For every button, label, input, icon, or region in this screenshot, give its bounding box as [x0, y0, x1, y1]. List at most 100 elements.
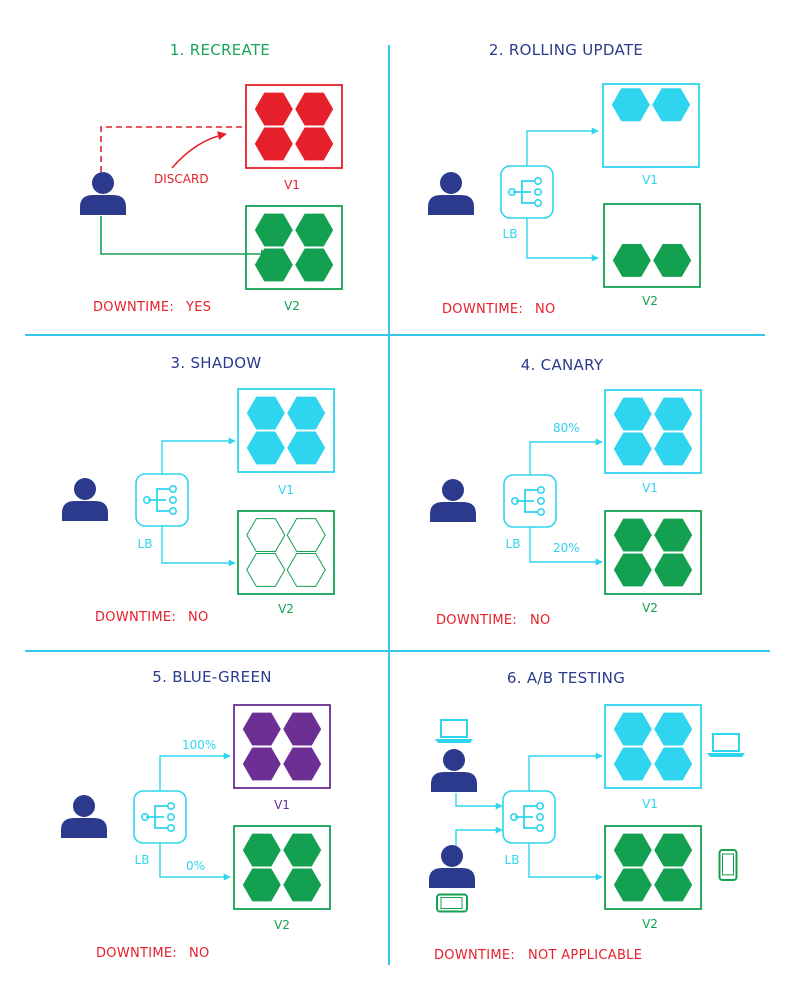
- downtime-label: DOWNTIME:: [436, 613, 517, 628]
- v1-label: V1: [284, 178, 300, 192]
- hexagon-server-icon: [254, 127, 293, 161]
- downtime-value: YES: [185, 300, 211, 315]
- discard-arrow: [171, 131, 227, 169]
- hexagon-server-icon: [246, 431, 285, 465]
- hexagon-server-icon: [283, 712, 322, 746]
- route-user1-to-lb: [455, 793, 503, 810]
- discard-route: [100, 126, 246, 172]
- route-to-v2: [159, 843, 231, 881]
- v1-label: V1: [642, 173, 658, 187]
- panel-recreate: 1. RECREATE DISCARD V1 V2 DOWNTIME: YES: [80, 41, 343, 315]
- panel-rolling-update: 2. ROLLING UPDATE LB V1 V2 DOWNTIME: NO: [428, 41, 701, 317]
- lb-label: LB: [505, 853, 520, 867]
- panel-title: 2. ROLLING UPDATE: [489, 41, 643, 59]
- hexagon-server-icon: [652, 88, 691, 122]
- v1-traffic-label: 80%: [553, 421, 580, 435]
- user-icon: [429, 845, 475, 888]
- hexagon-server-icon: [242, 868, 281, 902]
- grid-dividers: [25, 45, 770, 965]
- hexagon-server-icon: [286, 518, 326, 552]
- hexagon-server-icon: [242, 712, 281, 746]
- laptop-icon: [707, 733, 745, 757]
- v2-traffic-label: 20%: [553, 541, 580, 555]
- hexagon-server-icon: [287, 396, 326, 430]
- downtime-value: NO: [535, 302, 556, 317]
- lb-label: LB: [138, 537, 153, 551]
- laptop-icon: [435, 719, 473, 743]
- panel-title: 4. CANARY: [521, 356, 604, 374]
- phone-icon: [436, 893, 468, 913]
- load-balancer-icon: [502, 790, 556, 844]
- hexagon-server-icon: [613, 518, 652, 552]
- downtime-label: DOWNTIME:: [93, 300, 174, 315]
- hexagon-server-icon: [613, 833, 652, 867]
- v2-label: V2: [642, 601, 658, 615]
- user-icon: [431, 749, 477, 792]
- hexagon-server-icon: [654, 518, 693, 552]
- user-icon: [61, 795, 107, 838]
- user-icon: [62, 478, 108, 521]
- downtime-value: NO: [189, 946, 210, 961]
- hexagon-server-icon: [286, 553, 326, 587]
- downtime-label: DOWNTIME:: [434, 948, 515, 963]
- panel-blue-green: 5. BLUE-GREEN LB 100% 0% V1 V2 DOWNTIME:…: [61, 668, 331, 961]
- hexagon-server-icon: [254, 213, 293, 247]
- route-to-v2: [529, 527, 603, 566]
- hexagon-server-icon: [295, 92, 334, 126]
- hexagon-server-icon: [654, 747, 693, 781]
- hexagon-server-icon: [653, 244, 692, 277]
- route-to-v2: [526, 218, 599, 262]
- v1-pool: [602, 83, 700, 168]
- panel-title: 5. BLUE-GREEN: [152, 668, 272, 686]
- hexagon-server-icon: [613, 397, 652, 431]
- v1-pool: [237, 388, 335, 473]
- hexagon-server-icon: [295, 213, 334, 247]
- route-to-v1: [529, 438, 603, 475]
- v2-pool: [604, 510, 702, 595]
- hexagon-server-icon: [654, 868, 693, 902]
- route-to-v2: [100, 216, 270, 259]
- panel-shadow: 3. SHADOW LB V1 V2 DOWNTIME: NO: [62, 354, 335, 625]
- user-icon: [430, 479, 476, 522]
- v2-label: V2: [278, 602, 294, 616]
- lb-label: LB: [503, 227, 518, 241]
- v1-pool: [245, 84, 343, 169]
- hexagon-server-icon: [613, 553, 652, 587]
- hexagon-server-icon: [246, 553, 286, 587]
- load-balancer-icon: [133, 790, 187, 844]
- v2-pool: [237, 510, 335, 595]
- hexagon-server-icon: [242, 833, 281, 867]
- hexagon-server-icon: [242, 747, 281, 781]
- hexagon-server-icon: [283, 868, 322, 902]
- hexagon-server-icon: [654, 432, 693, 466]
- route-to-v1: [161, 437, 236, 474]
- v2-pool: [245, 205, 343, 290]
- v2-label: V2: [642, 294, 658, 308]
- hexagon-server-icon: [254, 248, 293, 282]
- v2-pool: [233, 825, 331, 910]
- hexagon-server-icon: [283, 747, 322, 781]
- downtime-label: DOWNTIME:: [442, 302, 523, 317]
- panel-title: 6. A/B TESTING: [507, 669, 625, 687]
- downtime-label: DOWNTIME:: [96, 946, 177, 961]
- v2-traffic-label: 0%: [186, 859, 205, 873]
- hexagon-server-icon: [613, 868, 652, 902]
- hexagon-server-icon: [654, 397, 693, 431]
- v2-label: V2: [642, 917, 658, 931]
- v1-pool: [233, 704, 331, 789]
- hexagon-server-icon: [254, 92, 293, 126]
- v1-label: V1: [274, 798, 290, 812]
- v1-label: V1: [278, 483, 294, 497]
- hexagon-server-icon: [613, 432, 652, 466]
- hexagon-server-icon: [287, 431, 326, 465]
- v1-pool: [604, 704, 702, 789]
- downtime-value: NO: [188, 610, 209, 625]
- load-balancer-icon: [500, 165, 554, 219]
- hexagon-server-icon: [611, 88, 650, 122]
- v1-label: V1: [642, 481, 658, 495]
- hexagon-server-icon: [246, 396, 285, 430]
- v2-label: V2: [284, 299, 300, 313]
- route-to-v2: [161, 526, 236, 567]
- panel-canary: 4. CANARY LB 80% 20% V1 V2 DOWNTIME: NO: [430, 356, 702, 628]
